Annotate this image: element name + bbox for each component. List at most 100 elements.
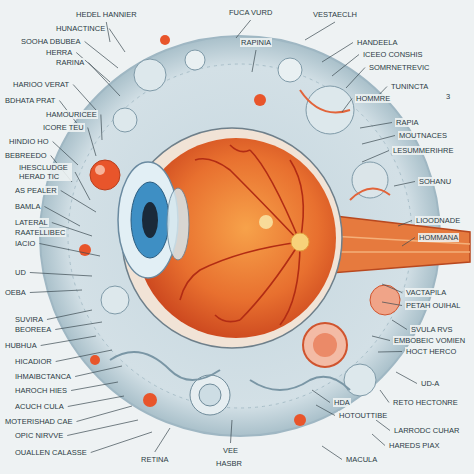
part-label: IHMAIBCTANCA (14, 372, 72, 381)
part-label: BAMLA (14, 202, 41, 211)
leader-line (71, 382, 118, 391)
leader-line (378, 351, 402, 353)
part-label: HOTOUTTIBE (338, 411, 388, 420)
leader-line (392, 320, 407, 330)
leader-line (372, 336, 390, 341)
leader-line (362, 136, 395, 145)
part-label: LIOODNADE (415, 216, 461, 225)
leader-line (67, 420, 138, 436)
leader-line (53, 142, 78, 166)
leader-line (30, 290, 82, 293)
leader-line (346, 68, 365, 89)
leader-line (362, 151, 389, 163)
part-label: HANDEELA (356, 38, 398, 47)
leader-line (380, 390, 389, 403)
part-label: HUNACTINCE (55, 24, 106, 33)
part-label: PETAH OUIHAL (405, 301, 461, 310)
leader-line (75, 366, 122, 377)
leader-line (312, 390, 330, 403)
part-label: OUALLEN CALASSE (14, 448, 88, 457)
leader-line (394, 182, 415, 187)
part-label: UD (14, 268, 27, 277)
part-label: MACULA (345, 455, 378, 464)
leader-line (88, 128, 96, 157)
leader-line (77, 406, 132, 422)
leader-line (305, 22, 335, 40)
leader-line (322, 43, 353, 63)
leader-line (398, 221, 412, 227)
leader-line (236, 20, 251, 38)
part-label: HOCT HERCO (405, 347, 457, 356)
part-label: LARRODC CUHAR (393, 426, 460, 435)
leader-line (39, 244, 100, 257)
part-label: HINDIO HO (8, 137, 50, 146)
part-label: BEOREEA (14, 325, 52, 334)
leader-line (155, 428, 170, 452)
leader-line (382, 302, 402, 306)
leader-line (332, 55, 359, 77)
part-label: HERRA (45, 48, 73, 57)
part-label: HDA (333, 398, 351, 407)
part-label: HOMMRE (355, 94, 391, 103)
part-label: VACTAPILA (405, 288, 447, 297)
part-label: HAMOURICEE (45, 110, 98, 119)
leader-line (396, 372, 417, 384)
part-label: IHESCLUDGE HERAD TIC (18, 163, 72, 181)
leader-line (382, 284, 402, 293)
part-label: ICEEO CONSHIS (362, 50, 424, 59)
part-label: HAROCH HIES (14, 386, 68, 395)
part-label: FUCA VURD (228, 8, 273, 17)
part-label: LATERAL (14, 218, 49, 227)
part-label: MOUTNACES (398, 131, 448, 140)
part-label: BEBREEDO (4, 151, 48, 160)
leader-line (360, 123, 392, 129)
part-label: LESUMMERIHRE (392, 146, 454, 155)
part-label: RETINA (140, 455, 170, 464)
leader-line (91, 432, 152, 453)
part-label: TUNINCTA (390, 82, 429, 91)
part-label: RETO HECTONRE (392, 398, 459, 407)
part-label: RARINA (55, 58, 85, 67)
part-label: HOMMANA (418, 233, 459, 242)
part-label: HEDEL HANNIER (75, 10, 138, 19)
part-label: OEBA (4, 288, 27, 297)
leader-line (47, 310, 92, 320)
leader-line (342, 99, 352, 113)
leader-line (109, 29, 125, 53)
part-label: ACUCH CULA (14, 402, 65, 411)
leader-line (55, 322, 102, 330)
part-label: HARIOO VERAT (12, 80, 70, 89)
part-label: SOMRNETREVIC (368, 63, 430, 72)
part-label: SOOHA DBUBEA (20, 37, 82, 46)
part-label: HICADIOR (14, 357, 53, 366)
leader-line (73, 85, 96, 111)
leader-line (44, 207, 80, 227)
leader-line (75, 172, 90, 200)
part-label: RAATELLIBEC (14, 228, 66, 237)
leader-line (56, 350, 112, 362)
part-label: RAPINIA (240, 38, 272, 47)
leader-line (41, 336, 96, 346)
leader-line (106, 22, 110, 42)
part-label: HAREDS PIAX (388, 441, 440, 450)
leader-line (68, 396, 124, 407)
leader-line (61, 191, 96, 213)
leader-line (88, 63, 120, 97)
part-label: RAPIA (395, 118, 420, 127)
part-label: EMBOBEIC VOMIEN (393, 336, 466, 345)
leader-line (101, 115, 102, 141)
part-label: ICORE TEU (42, 123, 85, 132)
part-label: SUVIRA (14, 315, 44, 324)
part-label: IACIO (14, 239, 36, 248)
leader-line (402, 238, 415, 247)
part-label: MOTERISHAD CAE (4, 417, 74, 426)
part-label: 3 (445, 92, 451, 101)
part-label: HASBR (215, 459, 243, 468)
part-label: HUBHUA (4, 341, 38, 350)
leader-line (231, 420, 232, 443)
part-label: OPIC NIRVVE (14, 431, 64, 440)
leader-line (322, 446, 342, 460)
part-label: AS PEALER (14, 186, 58, 195)
part-label: UD-A (420, 379, 440, 388)
